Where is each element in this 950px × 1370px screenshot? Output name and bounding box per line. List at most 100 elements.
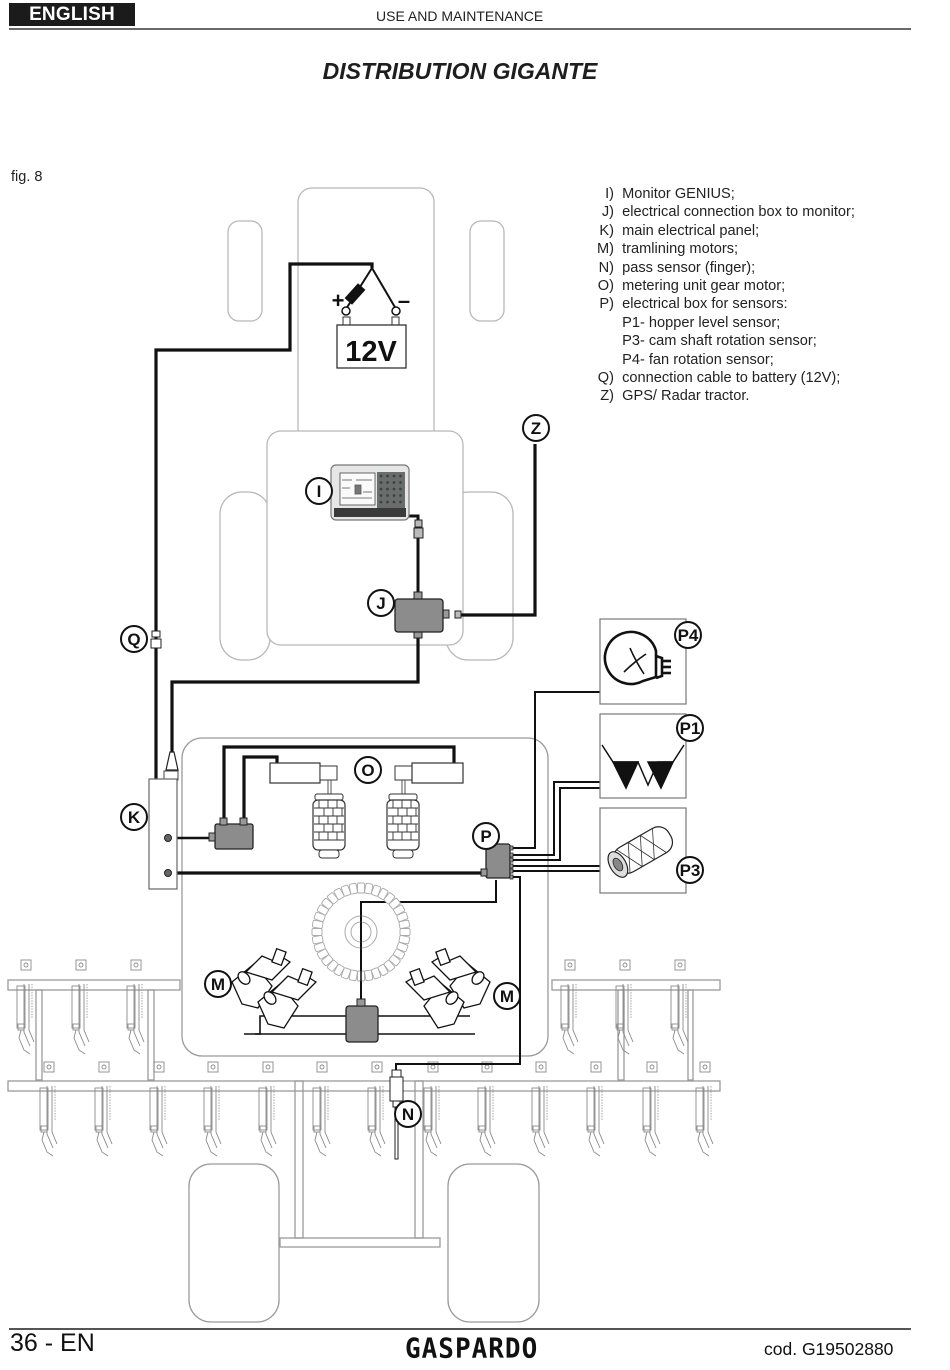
sowing-unit	[670, 959, 689, 1055]
fan-icon	[603, 630, 671, 686]
sowing-unit	[560, 959, 579, 1055]
callout-label: O	[361, 761, 374, 780]
legend-item-n: N) pass sensor (finger);	[598, 259, 756, 276]
tractor-outline	[219, 187, 514, 661]
fan-tooth	[371, 967, 382, 980]
metering-roller	[386, 780, 420, 859]
battery-minus-sign: –	[398, 288, 410, 313]
gearmotor-control-box	[214, 823, 254, 850]
frame-post	[687, 989, 694, 1081]
metering-gear-motors	[208, 762, 464, 859]
connector-icon	[150, 638, 162, 649]
callout-label: N	[402, 1105, 414, 1124]
frame-post	[35, 989, 43, 1081]
callout-circle	[354, 756, 382, 784]
callout-o: O	[354, 756, 382, 784]
connector-icon	[414, 519, 423, 528]
tramline-motor	[231, 947, 292, 1009]
fan-tooth	[383, 892, 396, 905]
fan-tooth	[311, 935, 324, 945]
keypad-key	[379, 494, 383, 497]
drawbar-cross	[279, 1237, 441, 1248]
gps-cable	[460, 444, 537, 617]
cam-shaft-roller-icon	[607, 826, 674, 878]
language-badge: ENGLISH	[9, 3, 135, 26]
hopper-level-icon	[601, 744, 685, 790]
fan-tooth	[348, 969, 358, 982]
panel-socket	[164, 869, 172, 877]
fan-tooth	[393, 904, 406, 916]
panel-socket	[164, 834, 172, 842]
callout-label: Z	[531, 419, 541, 438]
cable-gland-icon	[165, 751, 179, 771]
sowing-unit	[312, 1061, 331, 1157]
fan-tooth	[398, 935, 411, 945]
callout-label: P	[480, 827, 491, 846]
keypad-key	[399, 487, 402, 491]
callout-label: P4	[678, 626, 699, 645]
callout-p1: P1	[676, 714, 704, 742]
sowing-unit	[367, 1061, 386, 1157]
keypad-key	[386, 474, 389, 478]
callout-circle	[676, 856, 704, 884]
frame-post	[147, 989, 155, 1081]
callout-circle	[120, 625, 148, 653]
keypad-key	[399, 474, 402, 478]
keypad-key	[379, 487, 383, 491]
legend-item-m: M) tramlining motors;	[596, 241, 739, 258]
metering-cable-right	[222, 745, 456, 826]
callout-label: J	[376, 594, 385, 613]
fan-tooth	[396, 942, 409, 953]
legend-item-p4: x P4- fan rotation sensor;	[622, 351, 774, 368]
fan-tooth	[388, 897, 401, 910]
callout-j: J	[367, 589, 395, 617]
header-rule	[9, 4, 911, 30]
pass-sensor	[389, 1069, 404, 1160]
sowing-unit	[477, 1061, 496, 1157]
keypad-key	[379, 481, 383, 484]
callout-circle	[394, 1100, 422, 1128]
seeder-wheel-left	[188, 1163, 280, 1323]
keypad-key	[392, 487, 396, 491]
sowing-unit	[258, 1061, 277, 1157]
keypad-key	[392, 474, 396, 478]
fan-tooth	[316, 904, 329, 916]
brand-logo: GASPARDO	[405, 1333, 539, 1365]
sensor-electrical-box	[480, 843, 514, 880]
fan-tooth	[377, 887, 389, 900]
callout-n: N	[394, 1100, 422, 1128]
keypad-key	[386, 494, 389, 497]
sowing-unit	[695, 1061, 714, 1157]
fan-tooth	[364, 969, 374, 982]
cam-shaft-sensor-panel	[599, 807, 687, 894]
sowing-unit	[39, 1061, 58, 1157]
keypad-key	[399, 500, 402, 504]
fan-tooth	[399, 928, 411, 936]
p1-cable-b	[510, 787, 600, 861]
callout-p4: P4	[674, 621, 702, 649]
callout-circle	[367, 589, 395, 617]
seeder-wheel-right	[447, 1163, 540, 1323]
callout-label: M	[500, 987, 514, 1006]
legend-item-j: J) electrical connection box to monitor;	[601, 204, 855, 221]
callout-circle	[472, 822, 500, 850]
connector-icon	[151, 630, 161, 638]
drawbar-left	[294, 1080, 304, 1239]
gear-motor-right	[411, 762, 464, 784]
fan-tooth	[313, 942, 326, 953]
metering-cable-left	[242, 755, 279, 826]
callout-p: P	[472, 822, 500, 850]
sowing-unit	[126, 959, 145, 1055]
sowing-unit	[94, 1061, 113, 1157]
keypad-key	[392, 500, 396, 504]
fan-tooth	[340, 884, 351, 897]
fan-tooth	[316, 948, 329, 960]
fan-tooth	[333, 887, 345, 900]
fan-tooth	[340, 967, 351, 980]
battery-cable	[154, 262, 374, 780]
callout-m-left: M	[204, 970, 232, 998]
callout-label: P3	[680, 861, 701, 880]
callout-label: Q	[127, 630, 140, 649]
fuse-icon	[344, 283, 366, 305]
sowing-unit	[642, 1061, 661, 1157]
